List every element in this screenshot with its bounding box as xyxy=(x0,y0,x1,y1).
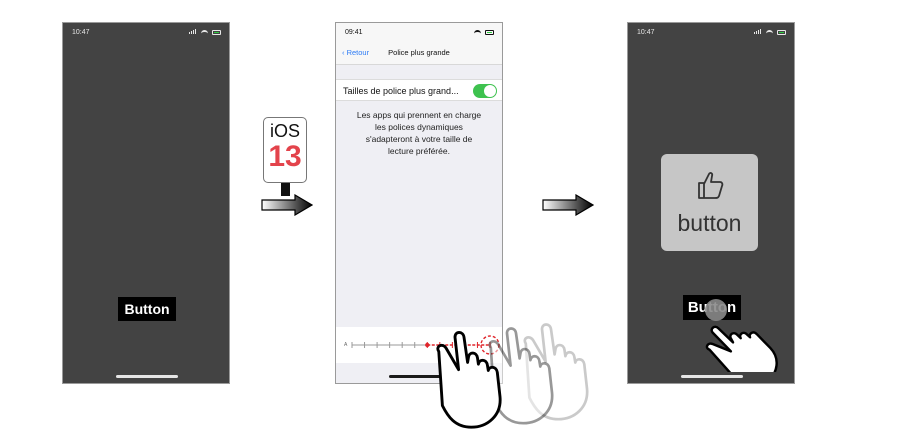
status-bar: 10:47 xyxy=(628,23,794,41)
arrow-right-icon xyxy=(261,194,313,216)
description-line: Les apps qui prennent en charge xyxy=(356,110,482,120)
status-time: 09:41 xyxy=(345,29,363,36)
signal-icon xyxy=(189,29,197,36)
navigation-bar: ‹ Retour Police plus grande xyxy=(336,41,502,65)
hand-pointer-icon xyxy=(488,327,554,425)
hand-swipe-gesture xyxy=(436,323,589,429)
nav-title: Police plus grande xyxy=(388,48,450,57)
status-icons xyxy=(752,29,786,36)
description-line: s'adapteront à votre taille de xyxy=(365,134,473,144)
slider-start-dot xyxy=(425,342,430,348)
description-line: lecture préférée. xyxy=(388,146,450,156)
larger-text-setting-row: Tailles de police plus grand... xyxy=(336,79,502,101)
large-button-label: button xyxy=(677,210,742,236)
battery-icon xyxy=(485,29,494,35)
battery-icon xyxy=(212,30,221,35)
status-bar: 09:41 xyxy=(336,23,502,41)
setting-label: Tailles de police plus grand... xyxy=(343,86,459,96)
wifi-icon xyxy=(201,30,209,35)
thumbs-up-icon xyxy=(698,172,724,199)
status-bar: 10:47 xyxy=(63,23,229,41)
ios-version-badge: iOS 13 xyxy=(263,117,307,183)
home-indicator xyxy=(389,375,451,378)
phone-screen-before: 10:47 Button xyxy=(62,22,230,384)
hand-pointer-icon xyxy=(705,325,778,372)
ios-version-number: 13 xyxy=(268,140,302,173)
home-indicator xyxy=(681,375,743,378)
tap-indicator xyxy=(705,299,727,321)
status-icons xyxy=(472,29,494,36)
wifi-icon xyxy=(474,29,482,35)
toggle-knob xyxy=(484,85,496,97)
status-icons xyxy=(187,29,221,36)
button-small-text[interactable]: Button xyxy=(118,297,176,321)
larger-text-toggle[interactable] xyxy=(473,84,497,98)
large-text-button-preview: button xyxy=(661,154,758,251)
arrow-right-icon xyxy=(542,194,594,216)
back-label: Retour xyxy=(346,48,370,57)
description-line: les polices dynamiques xyxy=(375,122,463,132)
ios-label: iOS xyxy=(269,121,300,141)
battery-icon xyxy=(777,30,786,35)
status-time: 10:47 xyxy=(72,29,90,36)
phone-screen-after: 10:47 button Button xyxy=(627,22,795,384)
signal-icon xyxy=(754,29,762,36)
wifi-icon xyxy=(766,30,774,35)
setting-description: Les apps qui prennent en charge les poli… xyxy=(346,109,492,157)
slider-small-a: A xyxy=(344,342,348,348)
back-button[interactable]: ‹ Retour xyxy=(342,48,370,57)
home-indicator xyxy=(116,375,178,378)
hand-tap-gesture xyxy=(705,299,778,372)
hand-pointer-icon xyxy=(436,331,502,429)
status-time: 10:47 xyxy=(637,29,655,36)
badge-stem xyxy=(281,183,290,196)
